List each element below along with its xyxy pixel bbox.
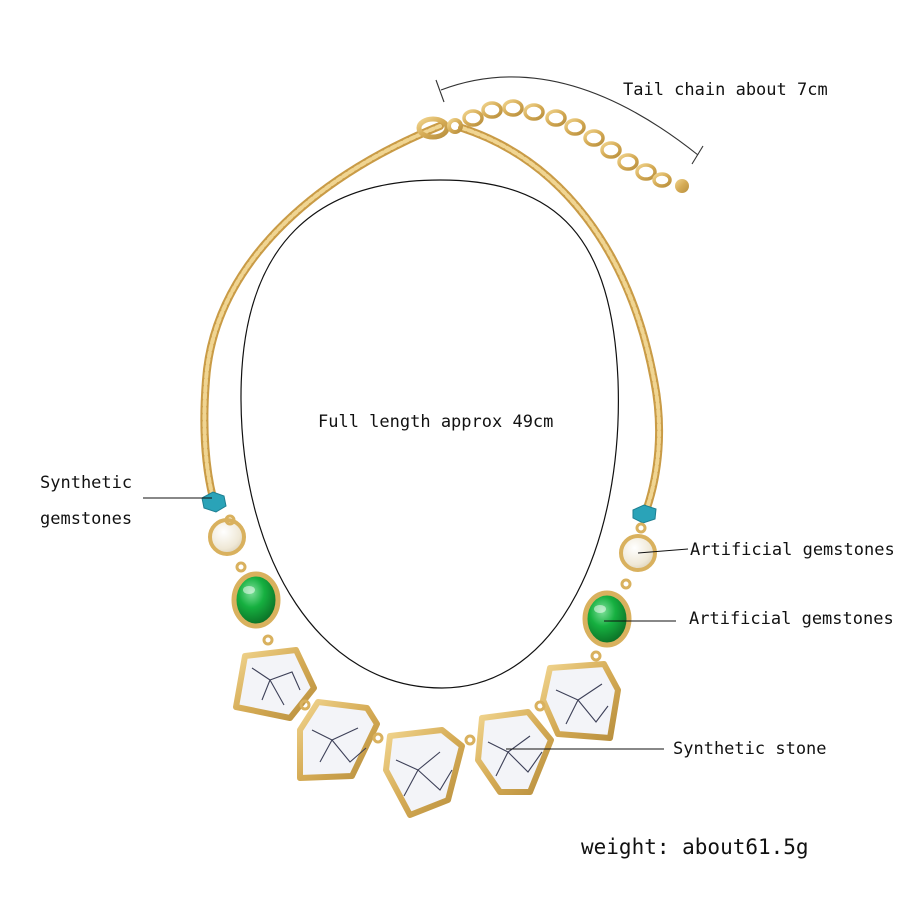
synthetic-gemstones-label-line2: gemstones <box>40 509 133 529</box>
full-length-label: Full length approx 49cm <box>318 412 554 432</box>
connector-rings <box>224 514 647 746</box>
tail-chain-arc <box>440 76 699 156</box>
pearl-stone-left <box>208 518 246 556</box>
weight-label: weight: about61.5g <box>581 835 809 859</box>
tail-chain-label: Tail chain about 7cm <box>623 80 828 100</box>
turquoise-bead-left <box>201 491 227 513</box>
marble-stone-5 <box>540 661 621 741</box>
emerald-stone-right <box>582 590 632 648</box>
extension-chain <box>462 99 672 188</box>
pointer-artificial-gemstones-1 <box>637 548 689 554</box>
artificial-gemstones-label-1: Artificial gemstones <box>690 540 895 560</box>
synthetic-gemstones-label-line1: Synthetic <box>40 473 133 493</box>
emerald-stone-left <box>231 571 281 629</box>
turquoise-bead-right <box>632 504 657 524</box>
lobster-clasp <box>416 116 463 140</box>
chain-right <box>458 124 664 512</box>
marble-stone-2 <box>297 699 380 781</box>
tail-chain-arc-tick-left <box>435 79 445 103</box>
marble-stone-4 <box>475 709 554 795</box>
marble-stone-3 <box>383 727 465 818</box>
chain-end-bead <box>675 179 689 193</box>
chain-left <box>200 122 444 502</box>
neck-outline <box>240 179 619 689</box>
tail-chain-arc-tick-right <box>691 145 704 165</box>
artificial-gemstones-label-2: Artificial gemstones <box>689 609 894 629</box>
synthetic-stone-label: Synthetic stone <box>673 739 827 759</box>
